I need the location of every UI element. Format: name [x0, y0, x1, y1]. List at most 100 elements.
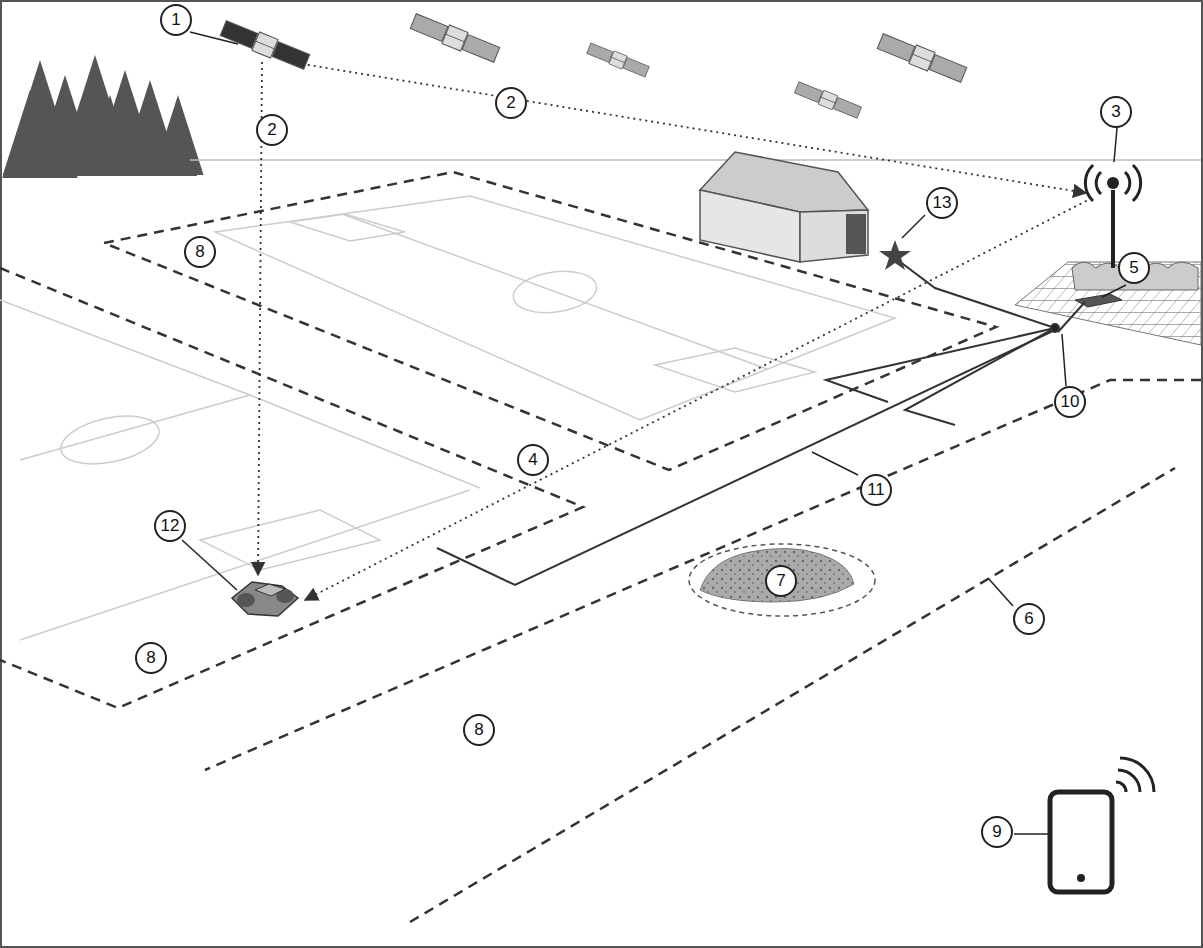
sports-field-left-part	[57, 408, 164, 472]
boundary-cable-part	[812, 452, 858, 475]
satellites-part-part	[462, 35, 500, 63]
satellites-part-part	[623, 58, 649, 77]
satellites-part-part	[410, 14, 448, 42]
robotic-mower-part	[232, 582, 298, 616]
callout-number: 8	[463, 714, 495, 746]
satellites-part-part	[820, 97, 835, 103]
satellites-part-part	[445, 34, 465, 42]
satellites-part-part	[909, 45, 935, 71]
satellites-part-part	[818, 90, 838, 110]
base-station-part	[1085, 165, 1140, 201]
satellites-part-part	[255, 41, 275, 49]
callout-number: 8	[135, 642, 167, 674]
boundary-cable-part	[1058, 302, 1085, 332]
work-area-lower	[205, 380, 1201, 922]
satellites-part	[220, 19, 311, 71]
satellites-part-part	[252, 32, 278, 58]
building-part	[846, 214, 866, 254]
sports-field-left-part	[0, 268, 583, 708]
obstacle-part	[700, 548, 854, 602]
sports-field-upper-part	[511, 266, 600, 317]
satellites	[220, 12, 968, 120]
boundary-cable-part	[1062, 334, 1066, 386]
sports-field-left-part	[20, 490, 470, 640]
forest-part	[152, 95, 203, 175]
callout-number: 5	[1118, 252, 1150, 284]
callout-number: 2	[495, 87, 527, 119]
satellites-part	[877, 32, 968, 84]
sports-field-upper-part	[655, 348, 815, 392]
building-part	[700, 190, 800, 262]
base-station-part	[1015, 262, 1201, 345]
smartphone-part	[1050, 792, 1112, 892]
sports-field-left	[0, 268, 583, 708]
callout-number: 3	[1100, 96, 1132, 128]
callout-number: 10	[1054, 386, 1086, 418]
satellites-part-part	[272, 42, 310, 70]
satellites-part-part	[929, 55, 967, 83]
callout-number: 7	[765, 565, 797, 597]
sports-field-left-part	[200, 510, 380, 570]
boundary-cable-part	[905, 328, 1055, 425]
boundary-cable-part	[895, 258, 1055, 328]
forest	[2, 55, 203, 178]
satellites-part-part	[912, 54, 932, 62]
obstacle	[689, 544, 875, 616]
robotic-mower-part	[237, 593, 255, 607]
base-station	[1015, 128, 1201, 345]
leader-line	[902, 215, 925, 238]
leader-line	[1014, 833, 1048, 835]
callout-number: 11	[860, 474, 892, 506]
robotic-mower	[232, 582, 298, 616]
base-station-part	[1107, 177, 1119, 189]
sports-field-upper	[104, 172, 996, 470]
satellites-part-part	[794, 82, 822, 103]
satellites-part-part	[220, 21, 258, 49]
satellites-part-part	[611, 57, 625, 63]
satellites-part	[586, 42, 650, 79]
callout-number: 4	[517, 444, 549, 476]
forest-part	[3, 90, 57, 175]
horizon-line	[190, 159, 1201, 161]
base-station-part	[1114, 128, 1117, 162]
callout-number: 13	[926, 187, 958, 219]
base-station-part	[1102, 285, 1126, 297]
leader-line	[182, 540, 237, 590]
obstacle-part	[689, 544, 875, 616]
satellites-part-part	[833, 98, 861, 119]
satellites-part-part	[877, 34, 915, 62]
smartphone-part	[1116, 758, 1154, 792]
signal-lines	[258, 62, 1092, 600]
callout-number: 12	[154, 510, 186, 542]
callout-number: 2	[256, 114, 288, 146]
smartphone	[1050, 758, 1154, 892]
robotic-mower-part	[255, 584, 285, 596]
sports-field-left-part	[0, 300, 480, 488]
satellites-part-part	[609, 51, 627, 69]
sports-field-upper-part	[290, 214, 405, 241]
boundary-cable-part	[1051, 324, 1059, 332]
leader-line	[190, 32, 238, 44]
smartphone-part	[1077, 874, 1085, 882]
sports-field-upper-part	[104, 172, 996, 470]
callout-number: 8	[184, 236, 216, 268]
satellites-part-part	[442, 25, 468, 51]
forest-part	[84, 95, 135, 175]
work-area-lower-part	[410, 468, 1175, 922]
satellites-part	[794, 80, 862, 119]
building-part	[800, 210, 868, 262]
boundary-cable	[437, 258, 1085, 585]
base-station-part	[1111, 190, 1115, 268]
callout-number: 6	[1013, 603, 1045, 635]
leader-line	[988, 578, 1013, 606]
callout-number: 9	[981, 816, 1013, 848]
signal-lines-part	[290, 62, 1086, 193]
sports-field-left-part	[20, 395, 250, 460]
callout-number: 1	[160, 4, 192, 36]
signal-lines-part	[305, 198, 1092, 600]
obstacle-part	[700, 548, 854, 602]
satellites-part	[410, 12, 501, 64]
